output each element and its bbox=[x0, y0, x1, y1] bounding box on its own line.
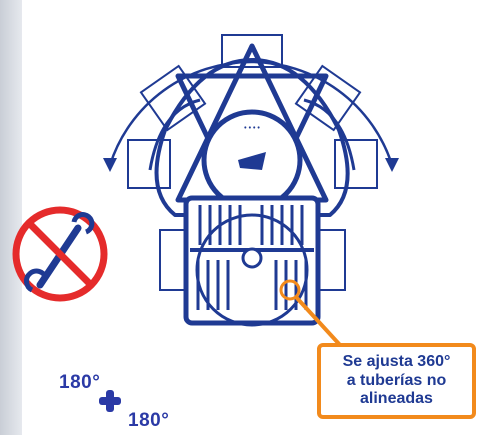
angle-label-second: 180° bbox=[128, 410, 170, 431]
callout-line-2: a tuberías no bbox=[346, 371, 447, 389]
rotation-arc-icon bbox=[103, 60, 399, 172]
plus-icon bbox=[99, 390, 121, 412]
background-strip bbox=[0, 0, 22, 435]
angle-label-first: 180° bbox=[59, 372, 101, 393]
callout-box: Se ajusta 360° a tuberías no alineadas bbox=[317, 343, 476, 419]
svg-text:• • • •: • • • • bbox=[244, 125, 260, 132]
callout-pointer bbox=[279, 279, 342, 347]
logo-disk: • • • • bbox=[201, 109, 303, 211]
callout-line-1: Se ajusta 360° bbox=[342, 352, 451, 370]
callout-line-3: alineadas bbox=[360, 390, 433, 408]
no-tools-icon bbox=[12, 206, 108, 302]
grip-body bbox=[183, 195, 321, 327]
